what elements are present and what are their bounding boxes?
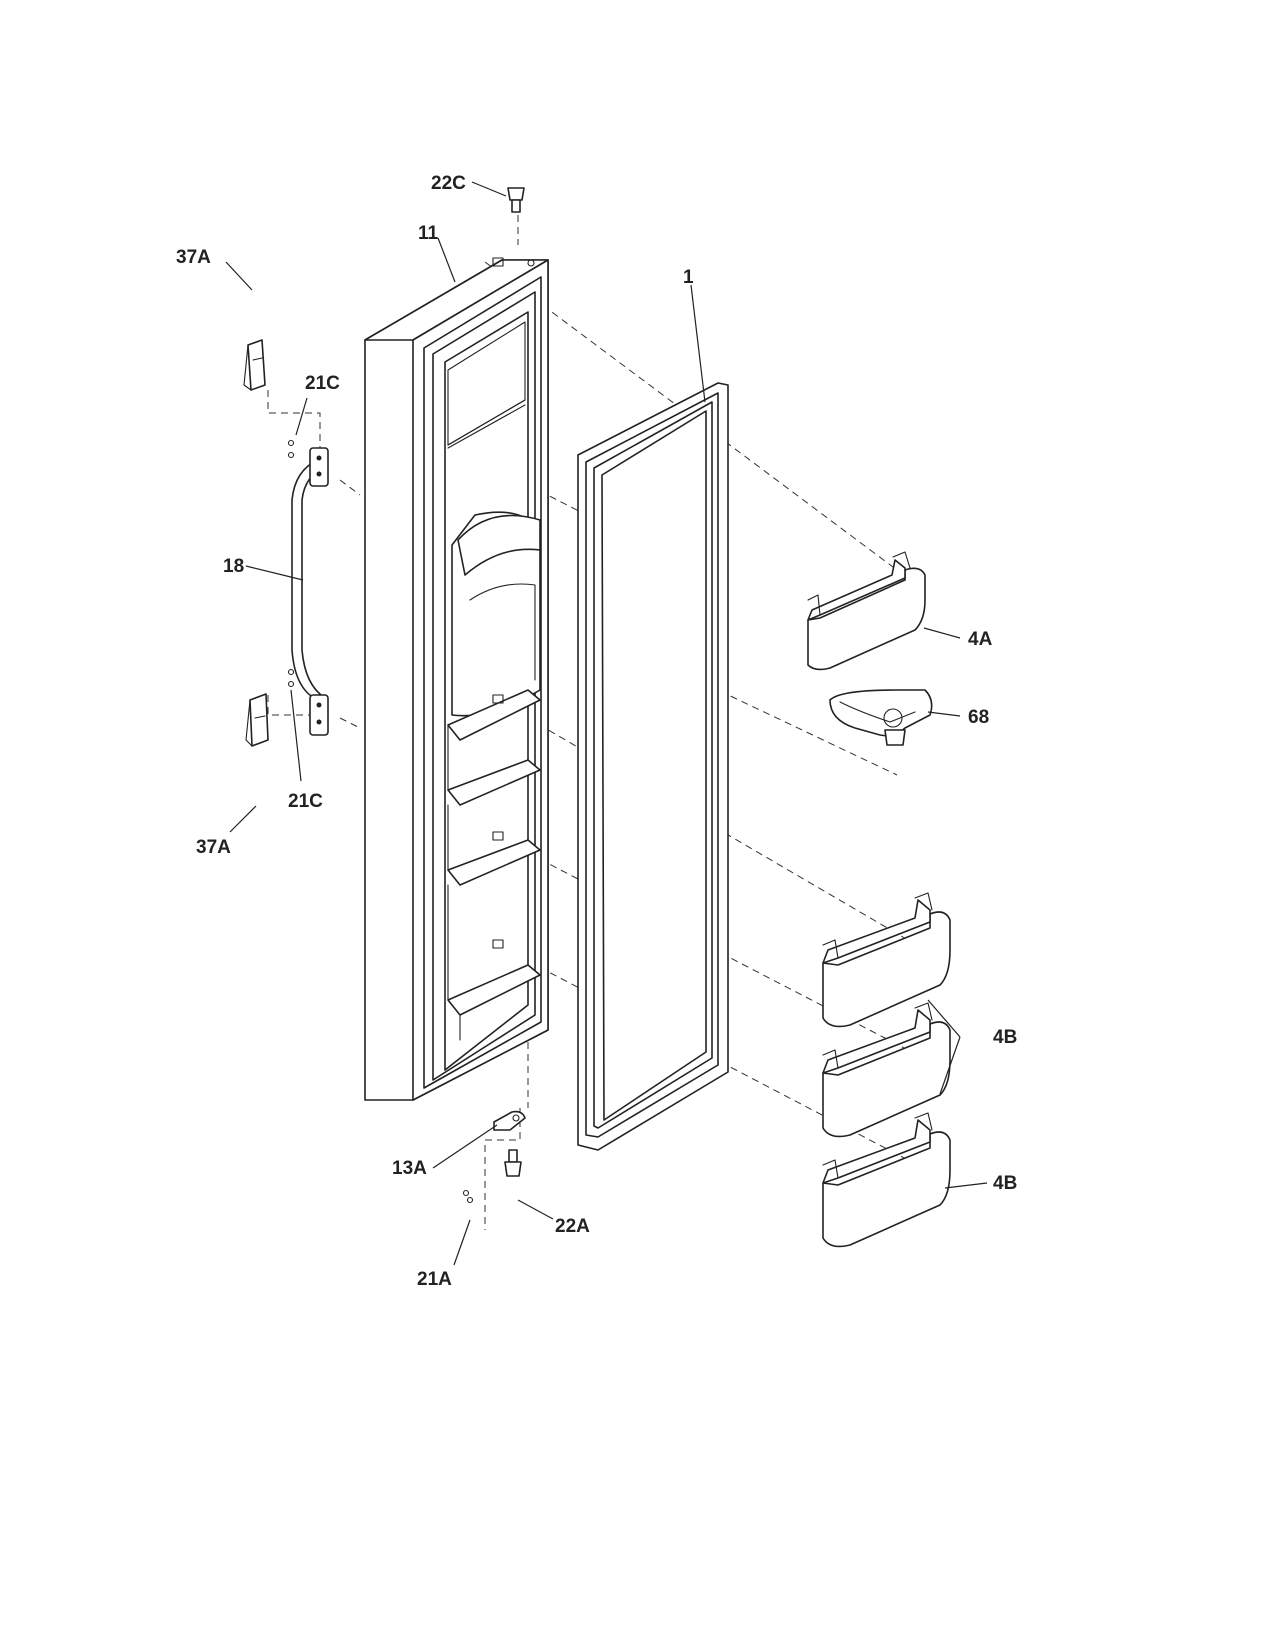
label-18: 18 bbox=[223, 556, 244, 577]
label-21c-bottom: 21C bbox=[288, 791, 323, 812]
label-22c-top: 22C bbox=[431, 173, 466, 194]
label-4b-single: 4B bbox=[993, 1173, 1017, 1194]
door-bin-large-3 bbox=[822, 1112, 951, 1248]
door-hinge-bracket bbox=[493, 1110, 526, 1131]
leader-lines bbox=[225, 181, 988, 1266]
door-bin-large-2 bbox=[822, 1002, 951, 1138]
label-37a-top: 37A bbox=[176, 247, 211, 268]
callout-labels: 22C 11 37A 21C 1 18 4A 68 21C 37A 4B 4B … bbox=[176, 173, 1017, 1290]
handle-screws-bottom bbox=[287, 668, 295, 688]
door-bin-large-1 bbox=[822, 892, 951, 1028]
handle-trim-cap-top bbox=[243, 339, 266, 391]
label-21a: 21A bbox=[417, 1269, 452, 1290]
label-22a: 22A bbox=[555, 1216, 590, 1237]
label-1: 1 bbox=[683, 267, 694, 288]
bottom-hinge-bushing bbox=[504, 1149, 522, 1177]
label-68: 68 bbox=[968, 707, 989, 728]
handle-trim-cap-bottom bbox=[245, 693, 269, 747]
label-21c-top: 21C bbox=[305, 373, 340, 394]
door-gasket bbox=[577, 382, 729, 1151]
label-11: 11 bbox=[418, 223, 439, 244]
top-hinge-bushing bbox=[507, 187, 525, 213]
label-37a-bottom: 37A bbox=[196, 837, 231, 858]
label-13a: 13A bbox=[392, 1158, 427, 1179]
hinge-screws bbox=[462, 1189, 474, 1204]
door-outer-shell bbox=[364, 257, 549, 1101]
handle-screws-top bbox=[287, 439, 295, 459]
label-4a: 4A bbox=[968, 629, 993, 650]
cup-insert bbox=[829, 689, 933, 746]
door-handle bbox=[291, 447, 329, 736]
label-4b-pair: 4B bbox=[993, 1027, 1017, 1048]
door-bin-small bbox=[807, 551, 926, 671]
